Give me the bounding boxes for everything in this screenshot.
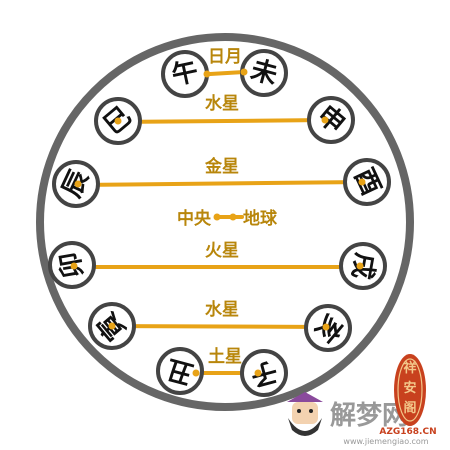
- dot: [114, 117, 122, 125]
- label-sun-moon: 日月: [208, 47, 242, 67]
- dot: [70, 262, 78, 270]
- outer-ring: [36, 33, 414, 411]
- dot: [321, 116, 329, 124]
- dot: [254, 369, 262, 377]
- watermark-domain: AZG168.CN: [379, 427, 436, 437]
- endpoint-dots: [70, 68, 366, 377]
- dot: [358, 178, 366, 186]
- line-venus: [73, 180, 367, 187]
- seal-stamp: 祥 安 阁: [394, 354, 426, 426]
- label-mercury-lower: 水星: [205, 299, 239, 320]
- dot: [74, 180, 82, 188]
- circle-zi: [240, 349, 288, 397]
- dot: [322, 323, 330, 331]
- dot: [192, 369, 200, 377]
- dot: [229, 213, 237, 221]
- line-mercury-upper: [116, 118, 329, 124]
- label-mercury-upper: 水星: [205, 93, 239, 114]
- dot: [203, 70, 211, 78]
- seal-char: 安: [403, 380, 416, 396]
- watermark-brand: 解梦网: [330, 401, 408, 431]
- label-earth: 地球: [243, 208, 278, 229]
- dot: [356, 262, 364, 270]
- label-mars: 火星: [205, 241, 239, 261]
- line-mercury-lower: [110, 324, 329, 329]
- label-center: 中央: [177, 208, 212, 229]
- branch-circles: [48, 49, 391, 397]
- circle-chou: [156, 347, 204, 395]
- branch-wu: 午: [169, 56, 201, 92]
- watermark-url: www.jiemengiao.com: [343, 437, 428, 446]
- seal-char: 阁: [403, 400, 416, 416]
- dot: [108, 322, 116, 330]
- mascot-icon: [287, 392, 323, 436]
- orbit-labels: 日月 水星 金星 中央 地球 火星 水星 土星: [177, 47, 278, 367]
- circle-shen: [307, 96, 355, 144]
- seal-char: 祥: [403, 360, 416, 376]
- label-venus: 金星: [204, 156, 239, 177]
- circle-you: [343, 158, 391, 206]
- dot: [240, 68, 248, 76]
- dot: [213, 213, 221, 221]
- label-saturn: 土星: [208, 346, 242, 367]
- watermark: 解梦网 祥 安 阁 AZG168.CN www.jiemengiao.com: [287, 354, 437, 446]
